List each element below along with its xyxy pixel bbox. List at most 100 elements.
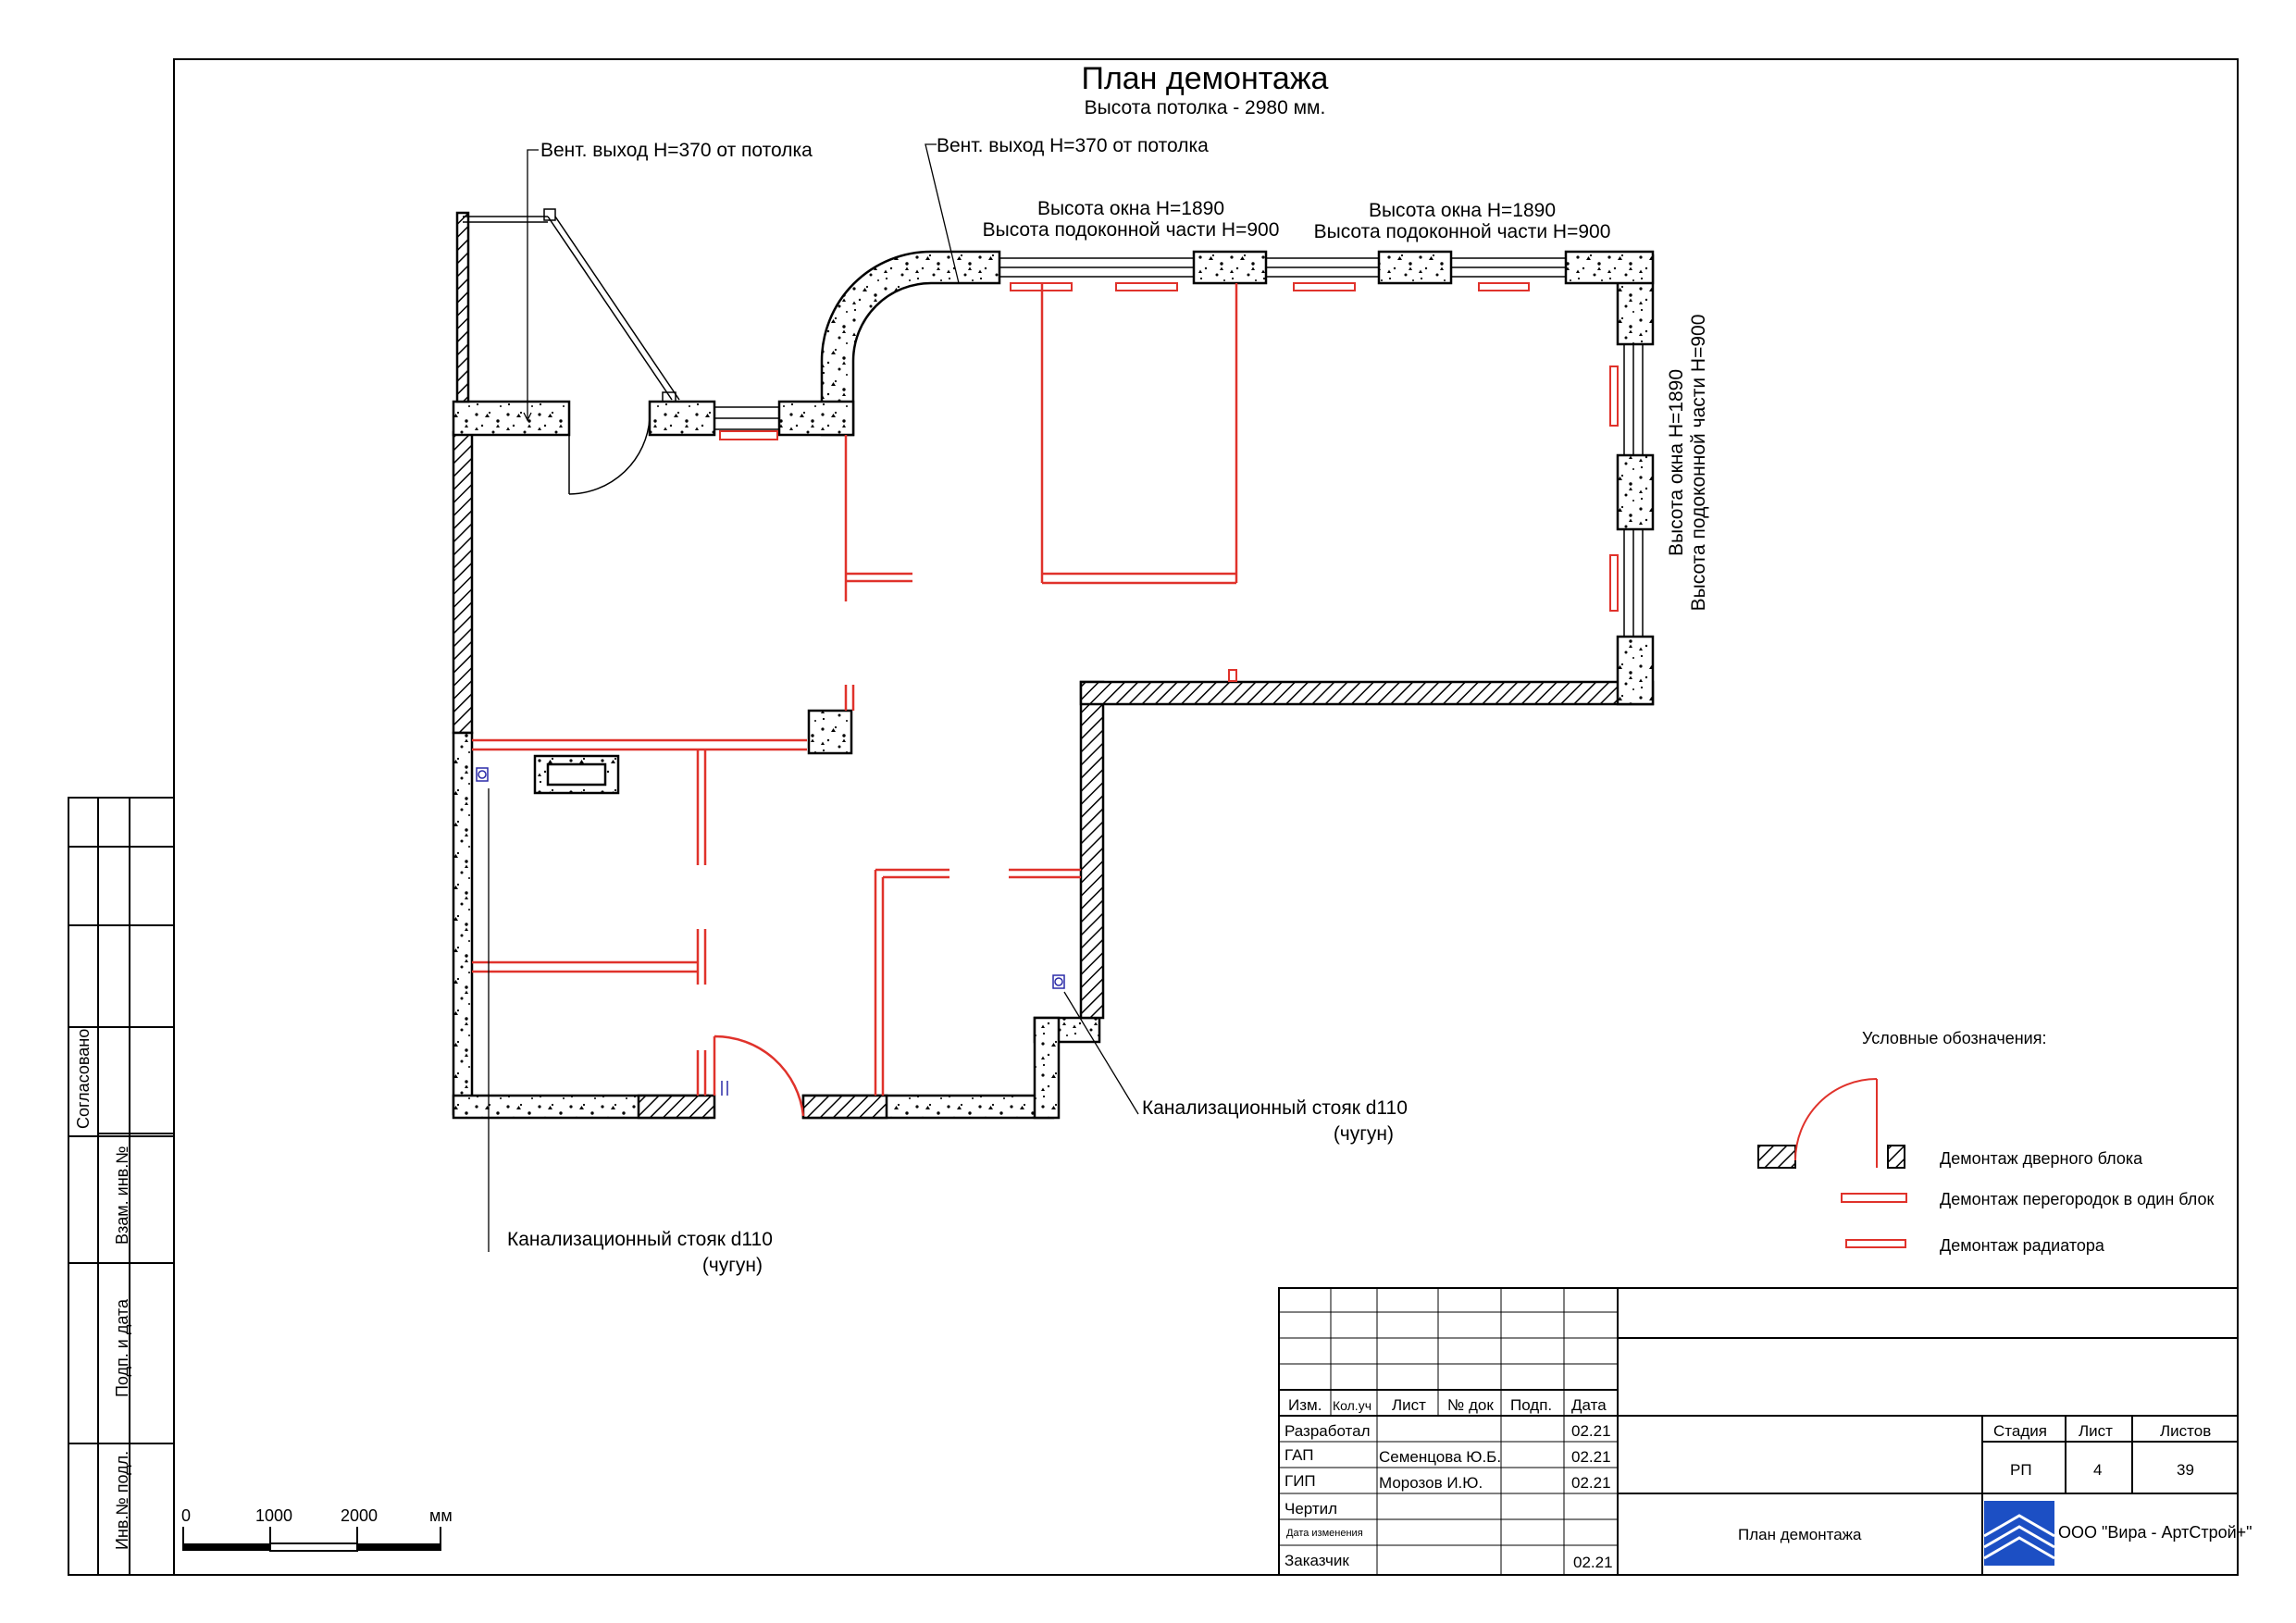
partition-door-stub bbox=[696, 1050, 707, 1096]
legend-item-door: Демонтаж дверного блока bbox=[1940, 1149, 2143, 1168]
leader-lines bbox=[488, 143, 1139, 1252]
tb-role-5: Заказчик bbox=[1285, 1552, 1349, 1569]
tb-company: ООО "Вира - АртСтрой+" bbox=[2058, 1523, 2253, 1542]
tb-date-1: 02.21 bbox=[1571, 1448, 1611, 1466]
tb-sheets: 39 bbox=[2177, 1461, 2194, 1479]
demolition-elements bbox=[472, 282, 1619, 1117]
vent-note-right: Вент. выход Н=370 от потолка bbox=[937, 135, 1209, 156]
scale-label-2000: 2000 bbox=[341, 1506, 378, 1525]
legend-item-partition: Демонтаж перегородок в один блок bbox=[1940, 1190, 2214, 1208]
sheet-frame bbox=[68, 58, 2239, 1576]
tb-role-0: Разработал bbox=[1285, 1422, 1371, 1440]
tb-stage-label: Стадия bbox=[1993, 1422, 2047, 1440]
partition-mid-horizontal bbox=[472, 738, 807, 751]
side-stamp-inv-orig: Инв.№ подл. bbox=[113, 1451, 131, 1550]
tb-sheet-label: Лист bbox=[2079, 1422, 2113, 1440]
tb-role-2: ГИП bbox=[1285, 1472, 1316, 1490]
window-note-top-left-2: Высота подоконной части Н=900 bbox=[983, 219, 1280, 241]
wall-top-left-2 bbox=[648, 400, 716, 437]
tb-header-doc: № док bbox=[1447, 1396, 1494, 1414]
tb-sheet: 4 bbox=[2093, 1461, 2102, 1479]
partition-center bbox=[874, 868, 949, 1096]
walls bbox=[452, 211, 1655, 1120]
legend-title: Условные обозначения: bbox=[1862, 1029, 2046, 1047]
window-note-top-left-1: Высота окна Н=1890 bbox=[1037, 198, 1224, 219]
title-block bbox=[1278, 1287, 2239, 1576]
legend: Условные обозначения: Демонтаж дверного … bbox=[1757, 1029, 2214, 1255]
tb-name-1: Семенцова Ю.Б. bbox=[1379, 1448, 1501, 1466]
tb-date-0: 02.21 bbox=[1571, 1422, 1611, 1440]
inner-column bbox=[807, 709, 853, 755]
partition-upper-left bbox=[844, 435, 912, 601]
legend-door-symbol bbox=[1794, 1078, 1878, 1168]
scale-label-1000: 1000 bbox=[255, 1506, 292, 1525]
tb-header-kol: Кол.уч bbox=[1333, 1398, 1371, 1413]
legend-door-wall-left bbox=[1757, 1145, 1796, 1169]
sewer-risers bbox=[476, 767, 1065, 1096]
tb-header-list: Лист bbox=[1392, 1396, 1426, 1414]
tb-name-2: Морозов И.Ю. bbox=[1379, 1474, 1483, 1492]
window-note-right-1: Высота окна Н=1890 bbox=[1666, 369, 1687, 556]
sewer-note-left-1: Канализационный стояк d110 bbox=[507, 1229, 773, 1250]
wall-left-upper bbox=[452, 430, 474, 735]
ceiling-height: Высота потолка - 2980 мм. bbox=[1085, 97, 1326, 118]
scale-bar: 0 1000 2000 мм bbox=[181, 1506, 453, 1552]
vent-shaft-inner bbox=[546, 762, 607, 787]
side-stamp-replace-inv: Взам. инв.№ bbox=[113, 1146, 131, 1245]
balcony-door bbox=[568, 417, 651, 495]
radiators bbox=[719, 282, 1619, 682]
tb-role-3: Чертил bbox=[1285, 1500, 1337, 1518]
wall-top-pier-2 bbox=[1377, 250, 1453, 285]
legend-door-wall-right bbox=[1887, 1145, 1905, 1169]
window-note-top-right-2: Высота подоконной части Н=900 bbox=[1314, 221, 1611, 242]
title-block-text: Изм. Кол.уч Лист № док Подп. Дата Разраб… bbox=[1285, 1396, 2253, 1571]
demolished-door-leaf bbox=[713, 1035, 805, 1117]
sewer-note-right-2: (чугун) bbox=[1334, 1123, 1394, 1145]
windows bbox=[463, 208, 1644, 638]
wall-right-pier-bottom bbox=[1616, 635, 1655, 706]
side-stamp-agreed: Согласовано bbox=[74, 1029, 93, 1129]
wall-right-lower bbox=[1079, 680, 1105, 1020]
tb-stage: РП bbox=[2010, 1461, 2032, 1479]
company-logo bbox=[1983, 1501, 2055, 1566]
legend-partition-symbol bbox=[1841, 1193, 1907, 1203]
sheet-title: План демонтажа bbox=[1082, 61, 1329, 96]
wall-middle bbox=[1079, 680, 1655, 706]
tb-header-date: Дата bbox=[1571, 1396, 1607, 1414]
balcony-wall bbox=[455, 211, 470, 403]
tb-drawing-name: План демонтажа bbox=[1738, 1526, 1862, 1543]
wall-top-left-stub bbox=[777, 400, 855, 437]
partition-lower-horizontal bbox=[472, 929, 707, 985]
wall-left-concrete bbox=[452, 731, 474, 1116]
window-note-top-right-1: Высота окна Н=1890 bbox=[1369, 200, 1556, 221]
partition-vertical-a bbox=[696, 750, 707, 865]
tb-role-4: Дата изменения bbox=[1286, 1528, 1363, 1539]
sewer-note-right-1: Канализационный стояк d110 bbox=[1142, 1097, 1408, 1119]
window-note-right-2: Высота подоконной части Н=900 bbox=[1688, 315, 1709, 612]
tb-role-1: ГАП bbox=[1285, 1446, 1313, 1464]
side-stamp-sign-date: Подп. и дата bbox=[113, 1298, 131, 1397]
tb-date-5: 02.21 bbox=[1573, 1554, 1613, 1571]
partition-mid-stub bbox=[844, 685, 855, 711]
wall-bottom-left-hatch bbox=[637, 1094, 716, 1120]
scale-unit: мм bbox=[429, 1506, 453, 1525]
wall-bottom-right-hatch bbox=[801, 1094, 888, 1120]
tb-date-2: 02.21 bbox=[1571, 1474, 1611, 1492]
wall-top-pier-3 bbox=[1564, 250, 1655, 285]
sewer-note-left-2: (чугун) bbox=[702, 1255, 763, 1276]
partition-upper-right bbox=[1040, 283, 1238, 585]
tb-header-izm: Изм. bbox=[1288, 1396, 1322, 1414]
tb-sheets-label: Листов bbox=[2160, 1422, 2211, 1440]
legend-item-radiator: Демонтаж радиатора bbox=[1940, 1236, 2105, 1255]
partition-right-stub bbox=[1009, 868, 1081, 879]
vent-note-left: Вент. выход Н=370 от потолка bbox=[540, 140, 813, 161]
tb-header-sign: Подп. bbox=[1510, 1396, 1552, 1414]
scale-label-0: 0 bbox=[181, 1506, 191, 1525]
wall-corner-pier-vert bbox=[1033, 1016, 1061, 1120]
wall-top-pier-1 bbox=[1192, 250, 1268, 285]
wall-curved bbox=[820, 250, 1001, 437]
wall-top-left-1 bbox=[452, 400, 571, 437]
wall-right-pier-mid bbox=[1616, 453, 1655, 531]
legend-radiator-symbol bbox=[1845, 1239, 1906, 1248]
